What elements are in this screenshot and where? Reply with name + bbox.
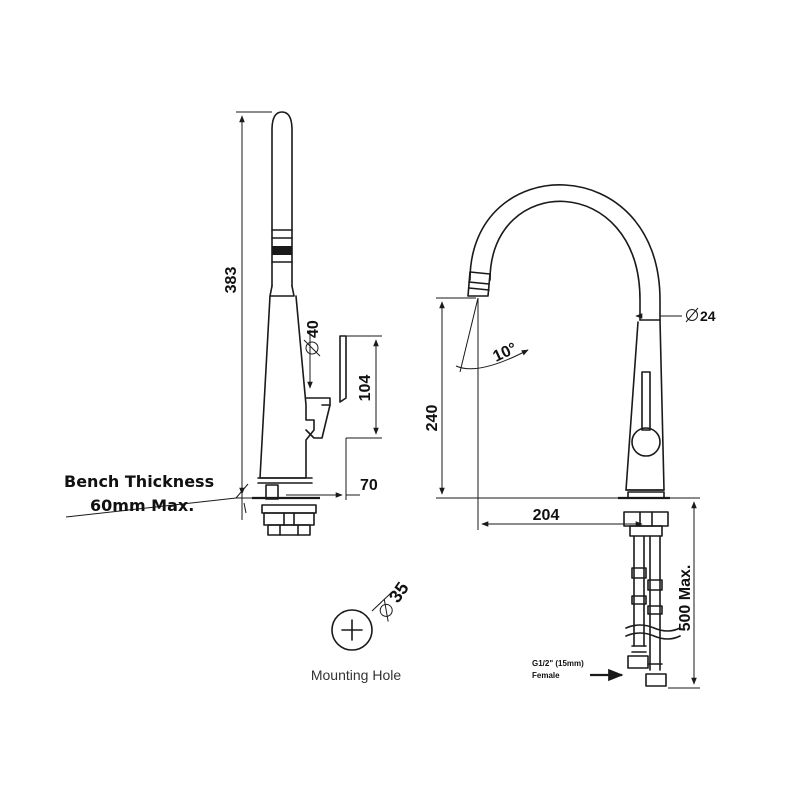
- mounting-hole-circle: [331, 609, 373, 651]
- svg-text:24: 24: [700, 308, 716, 324]
- dim-bench-to-handle: 70: [360, 477, 378, 494]
- front-handle-lever: [641, 371, 651, 431]
- mounting-hole-caption: Mounting Hole: [311, 667, 401, 683]
- dim-spout-diameter: 24: [685, 307, 716, 324]
- dim-hose-length: 500 Max.: [677, 565, 694, 632]
- hose-fitting-left: [627, 655, 649, 669]
- dim-handle-height: 104: [357, 375, 374, 402]
- front-handle-hub: [631, 427, 661, 457]
- dim-body-diameter: 40: [303, 320, 322, 357]
- svg-text:40: 40: [305, 320, 322, 338]
- front-body-outline: [625, 319, 665, 491]
- svg-text:35: 35: [385, 578, 413, 606]
- gooseneck-inner: [489, 200, 641, 321]
- side-view: 383 40 104 70 Bench Thickness 60mm Max.: [64, 111, 382, 536]
- side-spout-outline: [271, 111, 293, 287]
- connection-type-label: Female: [532, 671, 560, 680]
- dim-spout-reach: 204: [533, 507, 560, 524]
- supply-hoses: [625, 535, 681, 687]
- connection-size-label: G1/2" (15mm): [532, 659, 584, 668]
- gooseneck-outer: [469, 184, 661, 321]
- mounting-hole-view: 35 Mounting Hole: [311, 578, 413, 683]
- side-mounting-nut: [261, 504, 317, 514]
- hose-fitting-right: [645, 673, 667, 687]
- dim-spout-angle: 10°: [491, 340, 520, 366]
- dim-mounting-hole: 35: [379, 578, 413, 622]
- side-spray-band: [272, 246, 292, 255]
- dim-spout-height: 240: [424, 405, 441, 432]
- front-view: 240 10° 24 204 500 Max. G1/2" (15mm) Fem…: [424, 184, 716, 689]
- side-handle-lever: [339, 335, 347, 403]
- bench-thickness-label: Bench Thickness: [64, 472, 214, 491]
- bench-thickness-value: 60mm Max.: [90, 496, 194, 515]
- dim-total-height: 383: [223, 267, 240, 294]
